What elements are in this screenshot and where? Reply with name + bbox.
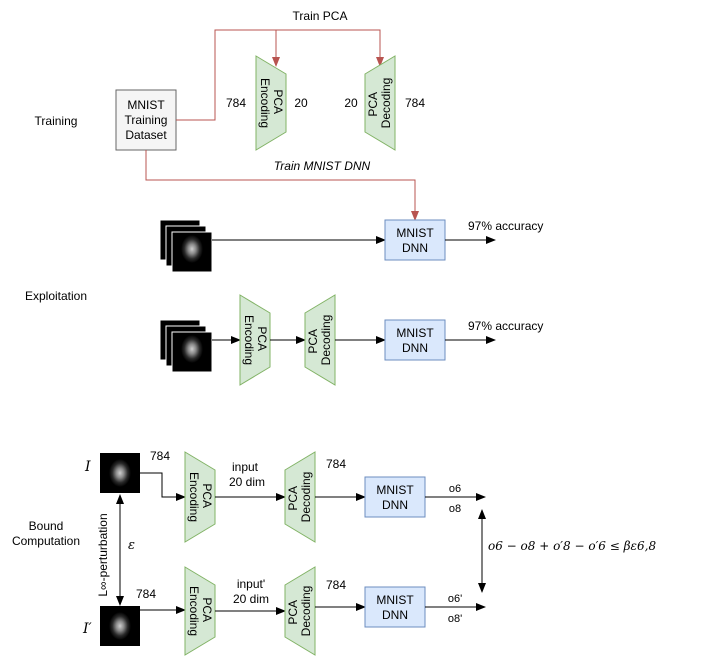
training-dec-line1: PCA — [366, 92, 380, 117]
bound-enc-top-line2: Encoding — [187, 472, 201, 522]
digit-image-bottom — [100, 606, 140, 646]
dnn1-label-1: MNIST — [396, 226, 434, 240]
arrow-image-to-encoding-top — [140, 472, 186, 501]
digit-image-top — [100, 453, 140, 493]
exploit-dec-line1: PCA — [306, 329, 320, 354]
output-o8-top: o8 — [449, 503, 461, 515]
training-pca-encoding-label: PCA Encoding — [258, 78, 285, 128]
bound-formula: o6 − o8 + o′8 − o′6 ≤ βε6,8 — [488, 539, 656, 553]
exploit-pca-decoding: PCA Decoding — [304, 294, 336, 386]
bound-pca-encoding-bottom: PCA Encoding — [184, 566, 216, 656]
exploit-pca-encoding: PCA Encoding — [239, 294, 271, 386]
dataset-label-1: MNIST — [127, 98, 165, 112]
mnist-dnn-box-1: MNIST DNN — [384, 219, 446, 261]
bound-enc-top-line1: PCA — [200, 483, 214, 508]
bound-pca-encoding-top: PCA Encoding — [184, 451, 216, 543]
exploit-pca-encoding-label: PCA Encoding — [242, 315, 269, 365]
bound-dnn-top-label-2: DNN — [382, 498, 408, 512]
bound-pca-decoding-bottom: PCA Decoding — [284, 566, 316, 656]
dataset-label-2: Training — [125, 113, 168, 127]
train-dnn-label: Train MNIST DNN — [274, 159, 371, 173]
section-bound-label-2: Computation — [12, 534, 80, 548]
bound-dnn-bottom-label-1: MNIST — [376, 593, 414, 607]
image-stack-2 — [159, 319, 213, 373]
dec-out-label-top: 784 — [326, 457, 346, 471]
bound-dec-top-label: PCA Decoding — [286, 472, 313, 523]
input-label-bottom-2: 20 dim — [233, 592, 269, 606]
section-bound-label-1: Bound — [29, 519, 64, 533]
exploit-dec-line2: Decoding — [319, 315, 333, 366]
dnn1-label-2: DNN — [402, 241, 428, 255]
train-pca-connector — [176, 29, 384, 121]
bound-enc-bottom-label: PCA Encoding — [187, 586, 214, 636]
bound-mnist-dnn-top: MNIST DNN — [364, 476, 426, 518]
train-pca-label: Train PCA — [293, 9, 348, 23]
exploit-enc-line1: PCA — [255, 326, 269, 351]
input-label-top-1: input — [232, 460, 259, 474]
training-enc-out-dim: 20 — [294, 96, 308, 110]
bound-dec-bottom-line1: PCA — [286, 600, 300, 625]
bound-dnn-top-label-1: MNIST — [376, 483, 414, 497]
training-enc-line2: Encoding — [258, 78, 272, 128]
bound-dnn-bottom-label-2: DNN — [382, 608, 408, 622]
bound-enc-bottom-line1: PCA — [200, 597, 214, 622]
bound-pca-decoding-top: PCA Decoding — [284, 451, 316, 543]
accuracy-label-1: 97% accuracy — [468, 219, 543, 233]
epsilon-label: ε — [128, 538, 135, 553]
output-o6-bottom: o6' — [448, 593, 462, 605]
training-pca-encoding: PCA Encoding — [255, 55, 287, 151]
training-enc-line1: PCA — [271, 89, 285, 114]
bound-mnist-dnn-bottom: MNIST DNN — [364, 586, 426, 628]
bound-enc-bottom-line2: Encoding — [187, 586, 201, 636]
training-dataset-box: MNIST Training Dataset — [115, 89, 177, 151]
dnn2-label-1: MNIST — [396, 326, 434, 340]
dim-label-top: 784 — [150, 449, 170, 463]
input-label-top-2: 20 dim — [229, 475, 265, 489]
output-o6-top: o6 — [449, 483, 461, 495]
train-dnn-connector — [145, 150, 419, 221]
section-exploitation-label: Exploitation — [25, 289, 87, 303]
training-dec-out-dim: 784 — [405, 96, 425, 110]
mnist-dnn-box-2: MNIST DNN — [384, 319, 446, 361]
image-label-bottom: I′ — [82, 621, 93, 637]
dim-label-bottom: 784 — [136, 587, 156, 601]
bound-dec-bottom-line2: Decoding — [299, 586, 313, 637]
accuracy-label-2: 97% accuracy — [468, 319, 543, 333]
output-o8-bottom: o8' — [448, 613, 462, 625]
bound-dec-top-line1: PCA — [286, 486, 300, 511]
training-dec-line2: Decoding — [379, 78, 393, 129]
input-label-bottom-1: input' — [237, 577, 265, 591]
dec-out-label-bottom: 784 — [326, 578, 346, 592]
image-label-top: I — [84, 459, 91, 475]
image-stack-1 — [159, 219, 213, 273]
section-training-label: Training — [35, 114, 78, 128]
exploit-pca-decoding-label: PCA Decoding — [306, 315, 333, 366]
bound-dec-bottom-label: PCA Decoding — [286, 586, 313, 637]
bound-enc-top-label: PCA Encoding — [187, 472, 214, 522]
training-pca-decoding: PCA Decoding — [364, 55, 396, 151]
exploit-enc-line2: Encoding — [242, 315, 256, 365]
dataset-label-3: Dataset — [125, 128, 167, 142]
training-pca-decoding-label: PCA Decoding — [366, 78, 393, 129]
training-enc-in-dim: 784 — [226, 96, 246, 110]
perturbation-label: L∞-perturbation — [96, 513, 110, 596]
bound-dec-top-line2: Decoding — [299, 472, 313, 523]
dnn2-label-2: DNN — [402, 341, 428, 355]
training-dec-in-dim: 20 — [344, 96, 358, 110]
